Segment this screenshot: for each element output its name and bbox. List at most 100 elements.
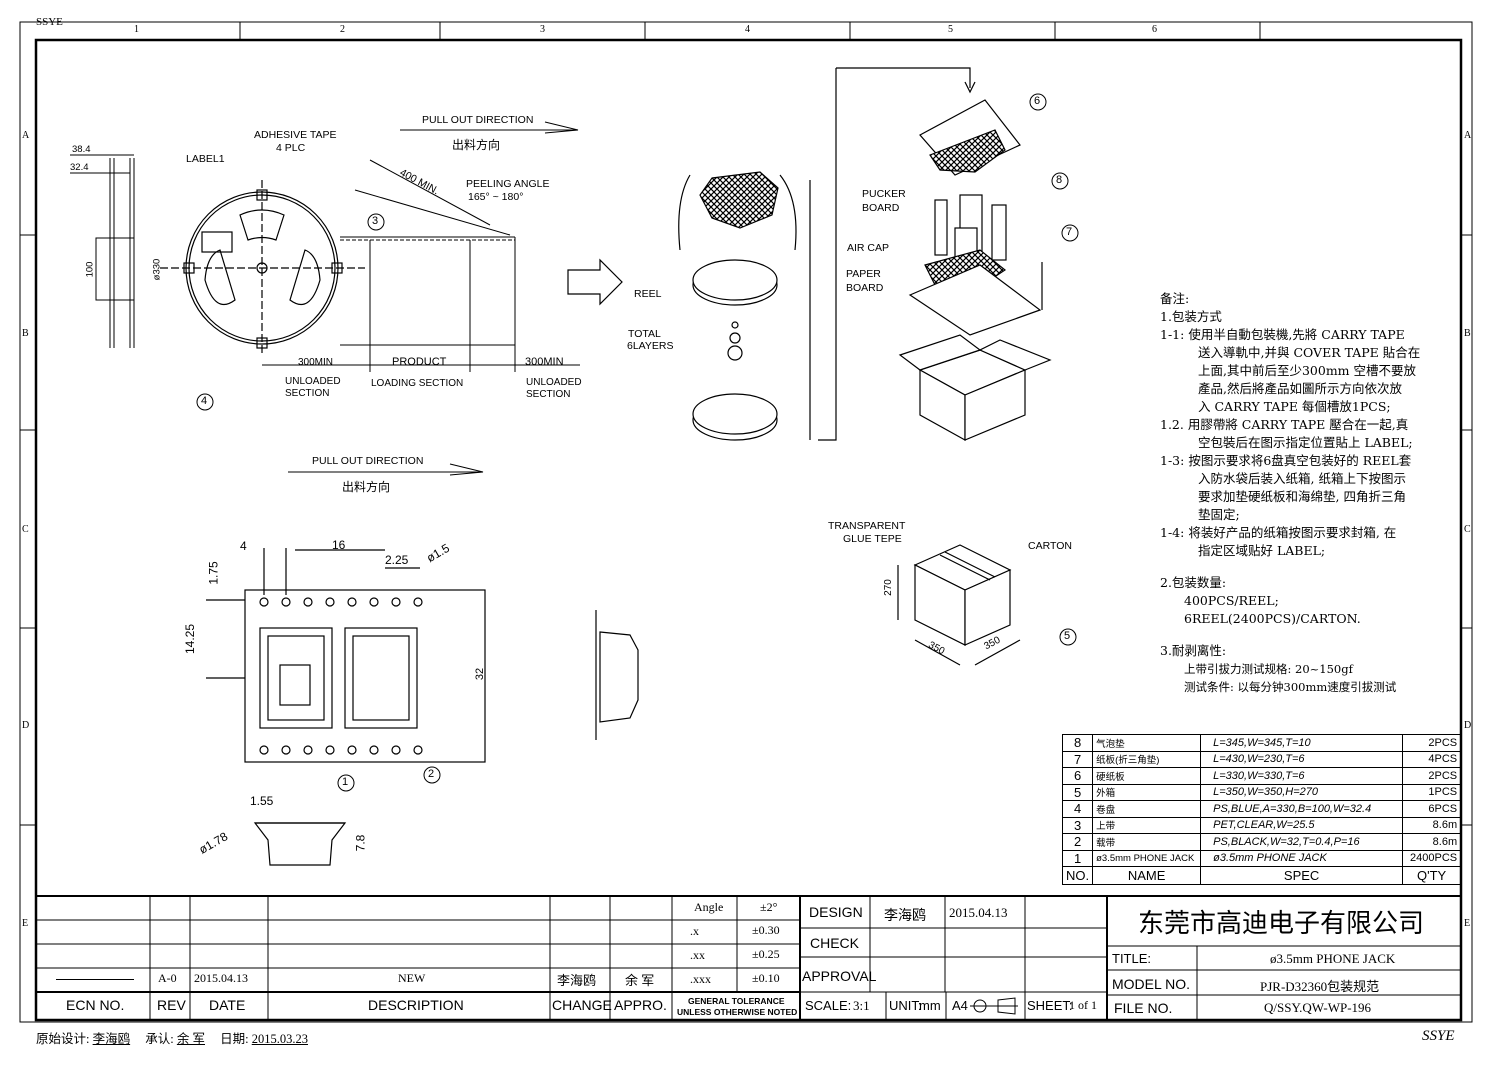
dim-1-75: 1.75 [206,561,221,585]
dim-7-8: 7.8 [353,834,368,852]
peel-condition: 测试条件: 以每分钟300mm速度引拔测试 [1184,680,1397,694]
label-title: TITLE: [1112,951,1152,966]
label-peeling-angle: PEELING ANGLE [466,178,550,190]
bom-spec: PET,CLEAR,W=25.5 [1200,816,1404,834]
quantity-per-carton: 6REEL(2400PCS)/CARTON. [1184,611,1361,626]
tol-xx-val: ±0.25 [752,947,780,961]
label-section-left: SECTION [285,388,330,399]
row-letter: B [1464,328,1471,339]
bom-spec: L=345,W=345,T=10 [1200,734,1404,752]
callout-8: 8 [1056,174,1063,186]
bom-spec: ø3.5mm PHONE JACK [1200,849,1404,867]
dim-1-55: 1.55 [250,794,274,808]
bom-name: 卷盘 [1092,800,1202,818]
footer-orig: 李海鸥 [92,1032,131,1046]
note-1-2: 1.2. 用膠帶將 CARRY TAPE 壓合在一起,真 [1160,417,1409,432]
label-loading-section: LOADING SECTION [371,378,464,389]
label-pull-out-cn: 出料方向 [452,138,501,152]
column-number: 5 [948,24,953,35]
dim-4: 4 [240,539,247,553]
label-total: TOTAL [628,328,661,340]
label-unloaded-left: UNLOADED [285,376,341,387]
bom-qty: 2PCS [1402,767,1462,785]
carry-tape-strip [262,159,580,372]
dim-330: ø330 [151,258,163,281]
title-block-lines [36,895,1461,1020]
bom-no: 6 [1061,767,1094,785]
carrier-tape-top-view [206,548,486,763]
bom-name: 气泡垫 [1092,734,1202,752]
label-approval: APPROVAL [802,968,877,984]
label-adhesive-tape: ADHESIVE TAPE [254,129,337,141]
company-name: 东莞市高迪电子有限公司 [1138,909,1425,938]
revision-description: NEW [398,971,426,985]
notes-title: 备注: [1160,291,1190,306]
drawing-title: ø3.5mm PHONE JACK [1270,951,1396,966]
tape-side-section [595,610,639,740]
tol-general-1: GENERAL TOLERANCE [688,996,785,1006]
footer-date: 2015.03.23 [251,1032,308,1046]
row-letter: B [22,328,29,339]
note-1-3: 垫固定; [1198,507,1240,522]
bom-name: 硬纸板 [1092,767,1202,785]
revision-date: 2015.04.13 [194,971,248,985]
note-1-4: 1-4: 将装好产品的纸箱按图示要求封箱, 在 [1160,525,1397,540]
reel-side-view [70,154,135,348]
label-date: DATE [209,997,246,1013]
label-rev: REV [157,997,186,1013]
callout-6: 6 [1034,95,1041,107]
callouts [196,93,1079,792]
scale-value: 3:1 [853,998,870,1013]
bom-header-qty: Q'TY [1402,866,1462,885]
label-pucker: PUCKER [862,188,906,200]
dim-32-4: 32.4 [70,162,89,173]
dim-2-25: 2.25 [385,553,409,567]
label-air-cap: AIR CAP [847,242,890,254]
label-description: DESCRIPTION [368,997,464,1013]
bom-name: 上带 [1092,816,1202,834]
notes-section-2: 2.包装数量: [1160,575,1227,590]
row-letter: C [22,524,29,535]
bom-no: 3 [1061,816,1094,834]
callout-4: 4 [201,395,208,407]
tol-xxx-val: ±0.10 [752,971,780,985]
note-1-1: 入 CARRY TAPE 每個槽放1PCS; [1198,399,1391,414]
footer-approve: 余 军 [176,1032,205,1046]
row-letter: D [1464,720,1472,731]
tol-xx: .xx [690,948,705,962]
quantity-per-reel: 400PCS/REEL; [1184,593,1279,608]
bom-no: 7 [1061,750,1094,768]
label-scale: SCALE: [805,998,852,1013]
bottom-right-tag: SSYE [1422,1028,1455,1044]
note-1-3: 入防水袋后装入纸箱, 纸箱上下按图示 [1198,471,1406,486]
design-date: 2015.04.13 [949,905,1008,920]
label-reel: REEL [634,288,662,300]
revision-change: 李海鸥 [557,973,597,988]
column-number: 2 [340,24,345,35]
bom-spec: L=350,W=350,H=270 [1200,783,1404,801]
footer: 原始设计: 李海鸥 承认: 余 军 日期: 2015.03.23 [36,1028,308,1047]
bom-no: 1 [1061,849,1094,867]
label-pucker-board: BOARD [862,202,900,214]
bom-spec: L=430,W=230,T=6 [1200,750,1404,768]
bom-header-spec: SPEC [1200,866,1404,885]
bom-no: 5 [1061,783,1094,801]
tol-angle-val: ±2° [760,900,778,914]
dim-16: 16 [332,538,346,552]
label-paper: PAPER [846,268,881,280]
bom-name: 外箱 [1092,783,1202,801]
unit-value: mm [919,998,941,1013]
label-carton: CARTON [1028,540,1072,552]
closed-carton [897,544,1021,666]
footer-orig-label: 原始设计: [36,1032,90,1046]
revision-ecn-line [56,979,134,980]
dim-100: 100 [84,261,96,278]
label-paper-board: BOARD [846,282,884,294]
label-glue-tepe: GLUE TEPE [843,533,902,545]
bom-spec: L=330,W=330,T=6 [1200,767,1404,785]
